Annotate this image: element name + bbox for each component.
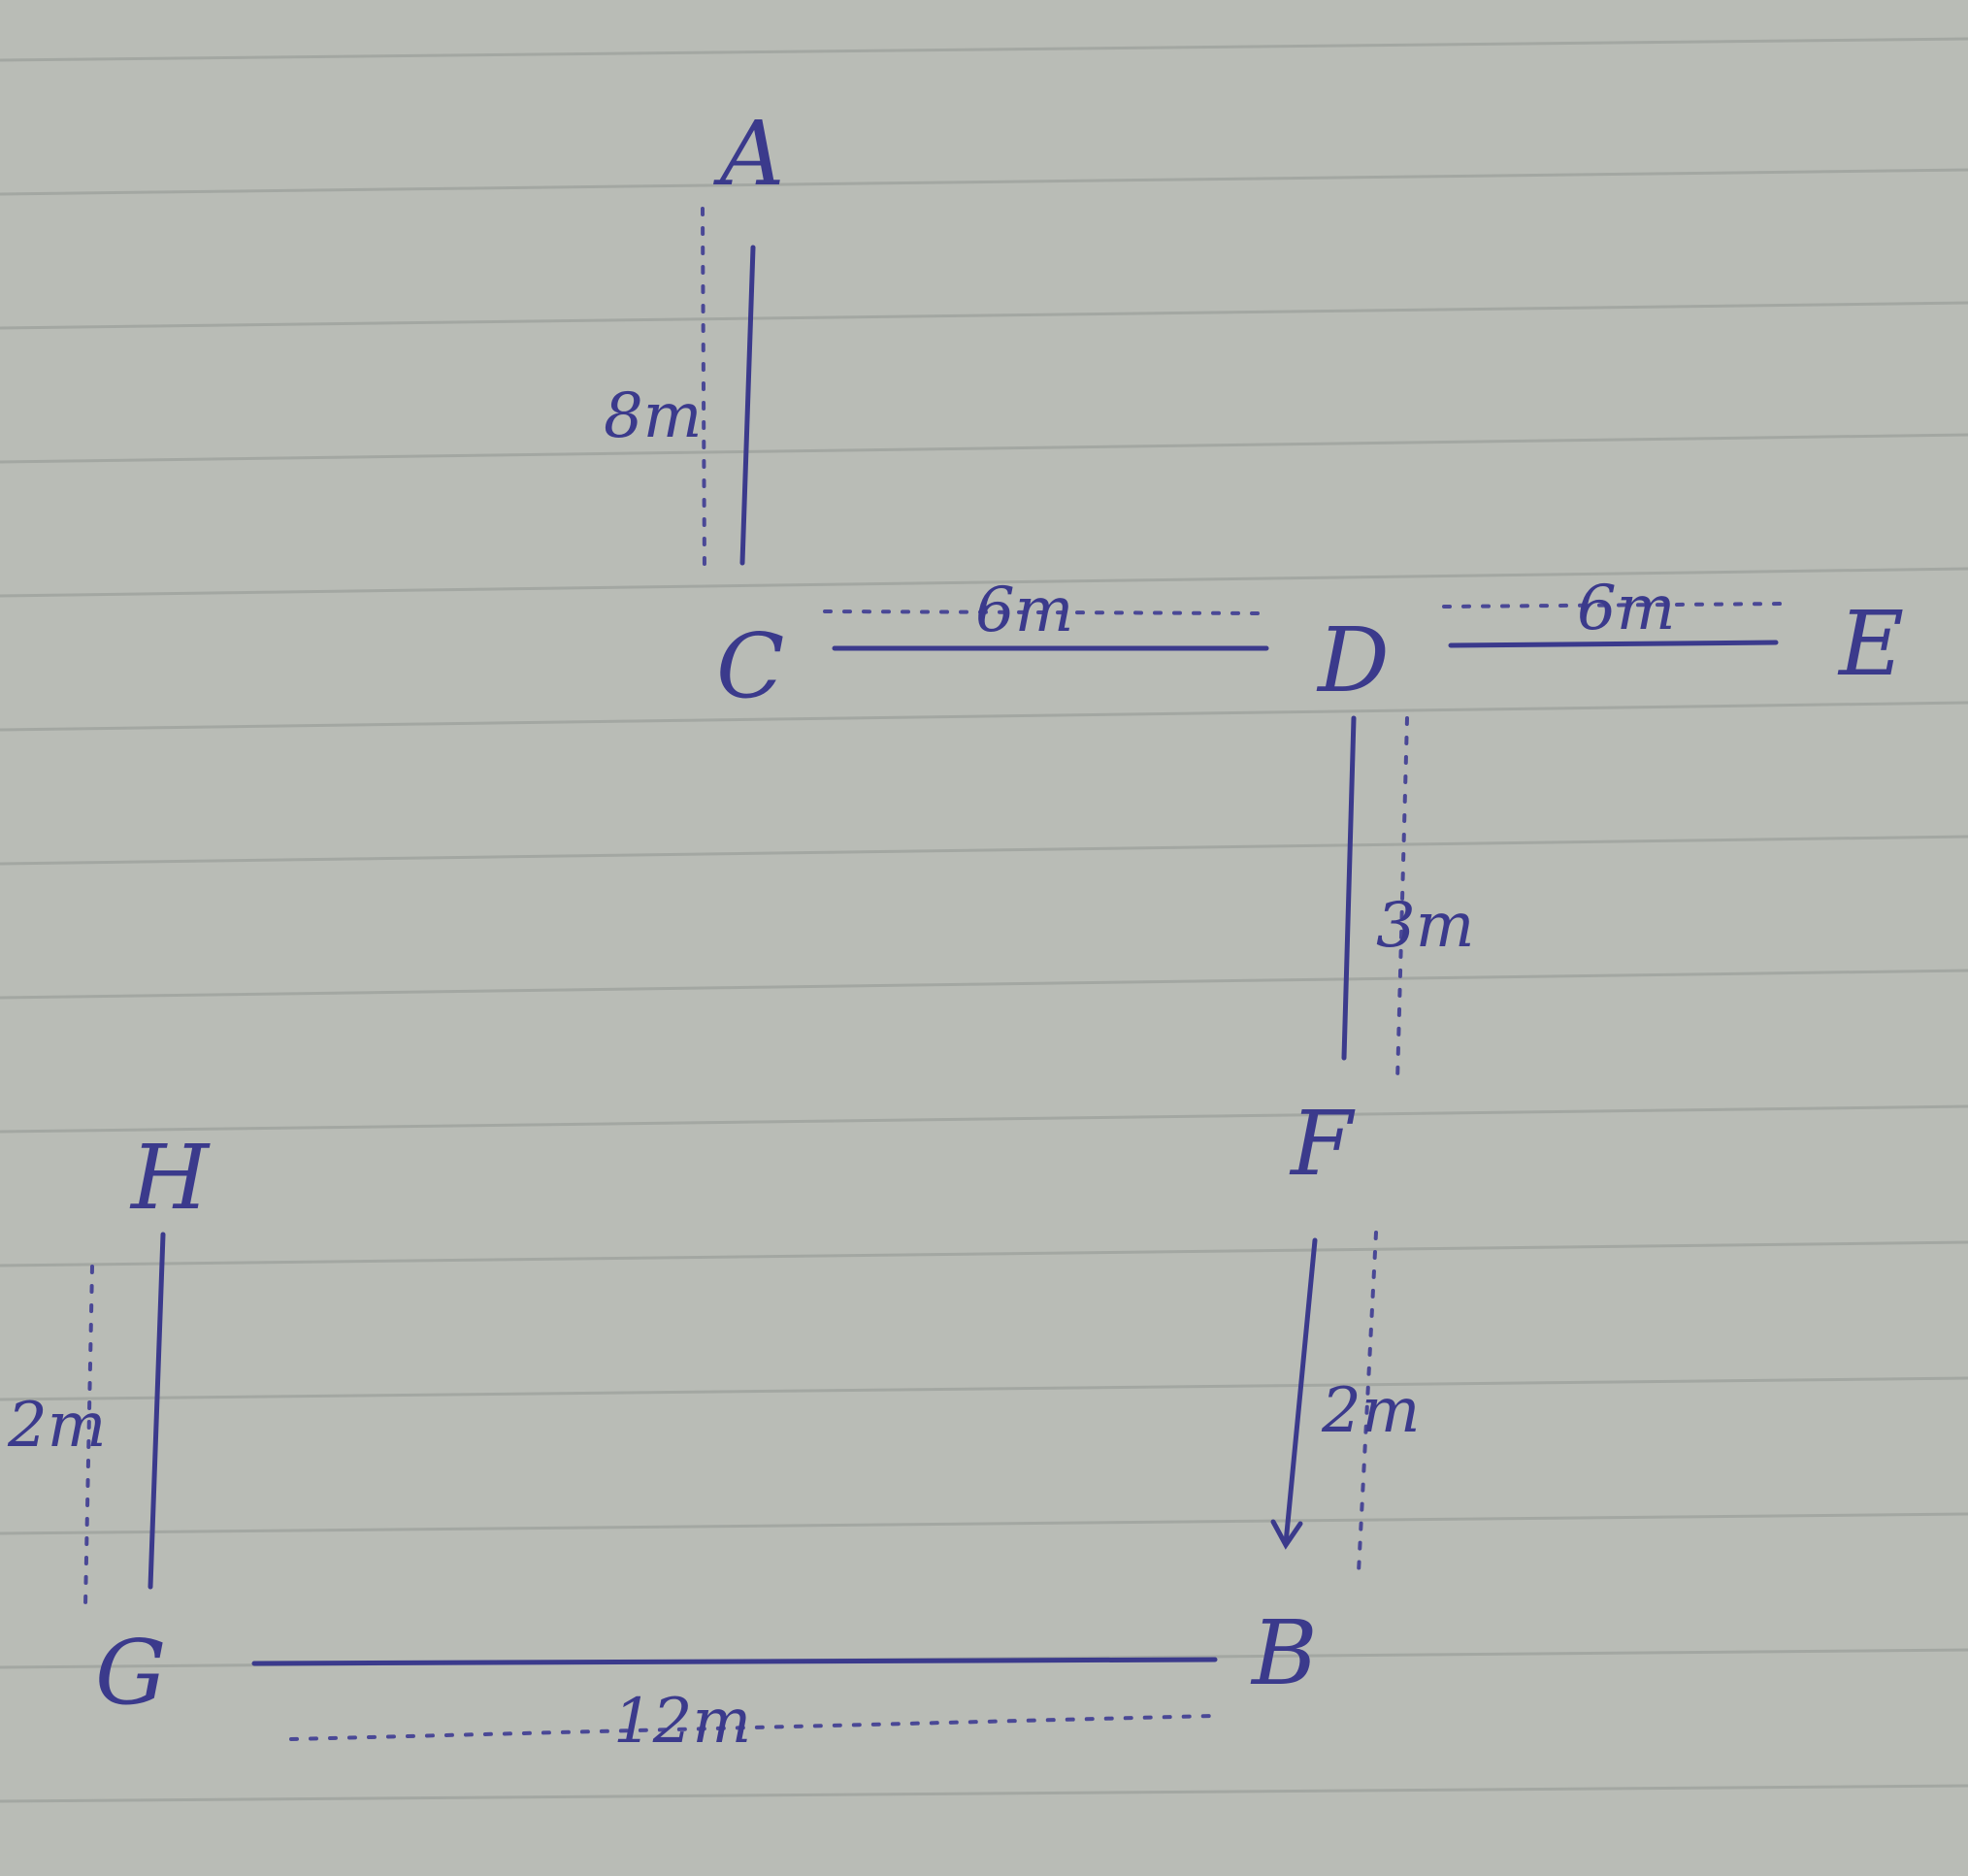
rule-line [0,433,1968,464]
rule-line [0,301,1968,330]
dimension-d-e [1442,602,1788,609]
point-label-a: A [712,102,784,206]
dimension-h-g [83,1265,94,1608]
dimension-f-b [1357,1231,1378,1574]
segment-h-g [148,1232,166,1590]
dimension-g-b [289,1714,1215,1741]
rule-line [0,37,1968,62]
point-label-c: C [716,614,784,718]
distance-label-d-f: 3m [1376,890,1474,962]
rule-line [0,168,1968,196]
point-label-d: D [1316,609,1390,712]
rule-line [0,835,1968,866]
rule-line [0,969,1968,1000]
rule-line [0,567,1968,598]
rule-line [0,1240,1968,1267]
distance-label-h-g: 2m [7,1390,106,1462]
segment-d-f [1341,715,1357,1061]
point-label-g: G [95,1621,167,1725]
segment-f-b [1283,1237,1318,1546]
segment-a-c [739,245,756,566]
dimension-c-d [823,609,1263,615]
distance-label-f-b: 2m [1321,1375,1420,1447]
rule-line [0,701,1968,732]
distance-label-d-e: 6m [1577,573,1675,644]
arrow-head-icon [1270,1519,1303,1550]
dimension-d-f [1395,716,1409,1084]
dimension-a-c [701,207,706,575]
distance-label-c-d: 6m [975,575,1073,646]
distance-label-g-b: 12m [613,1686,751,1758]
rule-line [0,1376,1968,1401]
rule-line [0,1784,1968,1803]
point-label-e: E [1837,592,1904,696]
distance-label-a-c: 8m [604,380,702,452]
point-label-h: H [129,1126,211,1230]
rule-line [0,1104,1968,1134]
point-label-b: B [1250,1601,1318,1705]
segment-g-b [251,1657,1218,1666]
rule-line [0,1512,1968,1535]
point-label-f: F [1289,1092,1356,1196]
segment-d-e [1448,640,1779,648]
